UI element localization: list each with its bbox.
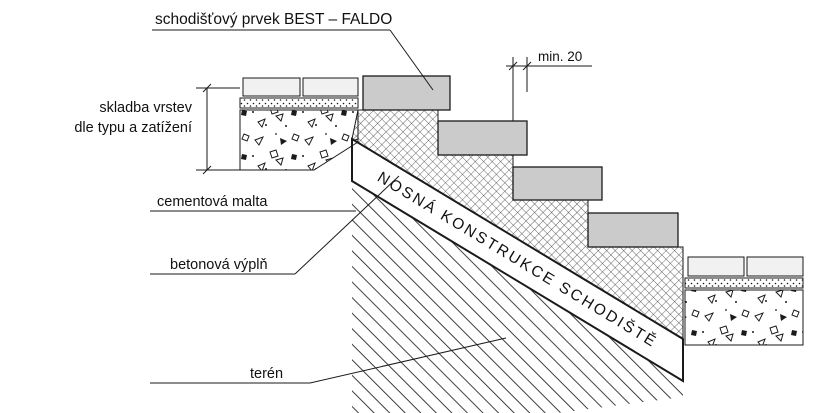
base-concrete-layer xyxy=(239,109,359,171)
stair-block-3 xyxy=(512,166,603,201)
paver-block xyxy=(687,256,745,277)
label-terrain: terén xyxy=(250,366,283,382)
dimension-tick xyxy=(202,165,212,175)
label-min-overlap: min. 20 xyxy=(538,49,582,64)
stair-block-4 xyxy=(587,212,679,248)
dimension-tick xyxy=(522,61,532,71)
leader-stair-element xyxy=(389,29,434,91)
label-layers-line1: skladba vrstev xyxy=(99,100,192,116)
terrain-hatch-area xyxy=(352,181,683,413)
upper-paving-assembly xyxy=(239,77,359,171)
label-stair-element: schodišťový prvek BEST – FALDO xyxy=(155,11,392,28)
base-concrete-layer xyxy=(684,289,804,346)
bedding-layer xyxy=(239,97,359,109)
leader-terrain xyxy=(309,337,507,384)
lower-paving-assembly xyxy=(684,256,804,346)
bedding-layer xyxy=(684,277,804,289)
dimension-tick xyxy=(202,83,212,93)
dimension-min-overlap xyxy=(506,57,592,121)
stair-block-2 xyxy=(437,120,528,156)
dimension-tick xyxy=(508,61,518,71)
stair-block-1 xyxy=(362,75,451,111)
leader-concrete-fill xyxy=(294,175,400,275)
paver-block xyxy=(746,256,804,277)
label-layers-line2: dle typu a zatížení xyxy=(74,120,192,136)
label-concrete-fill: betonová výplň xyxy=(170,257,268,273)
dimension-layer-stack xyxy=(196,83,240,175)
paver-block xyxy=(242,77,301,97)
bearing-structure-band xyxy=(351,137,684,383)
paver-block xyxy=(302,77,359,97)
label-cement-mortar: cementová malta xyxy=(157,194,268,210)
